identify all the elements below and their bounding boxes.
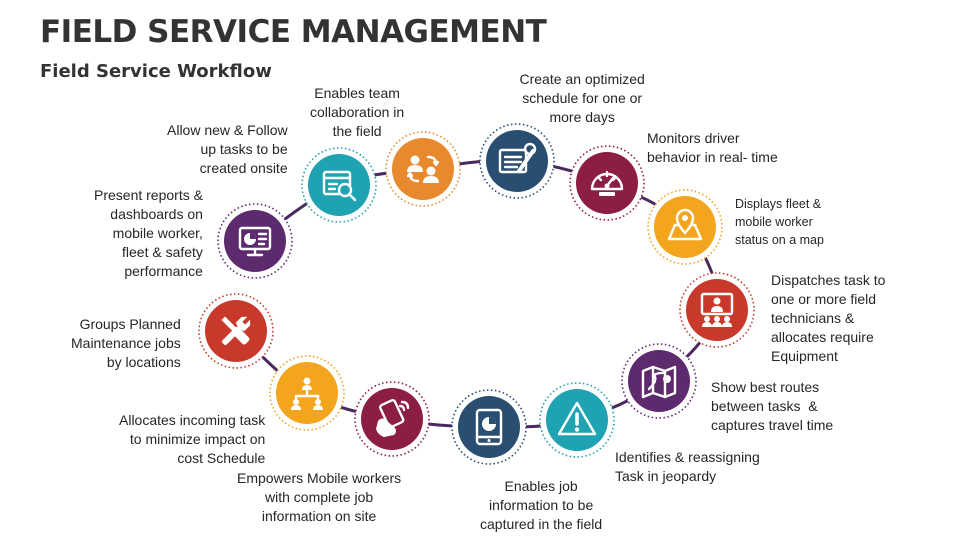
workflow-step-1 bbox=[217, 203, 293, 279]
speedometer-icon bbox=[590, 170, 624, 196]
workflow-step-10 bbox=[451, 389, 527, 465]
workflow-step-11 bbox=[354, 381, 430, 457]
workflow-step-6 bbox=[647, 189, 723, 265]
schedule-edit-icon bbox=[498, 142, 537, 174]
node-disc bbox=[576, 152, 638, 214]
workflow-step-5 bbox=[569, 145, 645, 221]
wrench-screwdriver-icon bbox=[221, 316, 251, 346]
workflow-step-13 bbox=[198, 293, 274, 369]
node-disc bbox=[628, 350, 690, 412]
dashboard-monitor-icon bbox=[238, 226, 272, 257]
presentation-team-icon bbox=[700, 292, 734, 327]
team-collaboration-icon bbox=[406, 155, 440, 183]
org-hierarchy-icon bbox=[291, 377, 323, 410]
workflow-step-8 bbox=[621, 343, 697, 419]
workflow-step-3 bbox=[385, 131, 461, 207]
workflow-step-7 bbox=[679, 272, 755, 348]
mobile-hand-icon bbox=[376, 398, 410, 437]
workflow-step-9 bbox=[539, 382, 615, 458]
workflow-step-12 bbox=[269, 355, 345, 431]
map-pin-icon bbox=[667, 208, 703, 241]
page-subtitle: Field Service Workflow bbox=[40, 61, 272, 82]
node-disc bbox=[361, 388, 423, 450]
route-map-icon bbox=[641, 365, 677, 399]
workflow-step-2 bbox=[301, 147, 377, 223]
node-disc bbox=[308, 154, 370, 216]
tablet-chart-icon bbox=[475, 408, 503, 446]
workflow-step-4 bbox=[479, 123, 555, 199]
page-title: FIELD SERVICE MANAGEMENT bbox=[40, 14, 547, 50]
task-search-icon bbox=[322, 170, 357, 202]
warning-triangle-icon bbox=[557, 401, 597, 436]
node-disc bbox=[392, 138, 454, 200]
